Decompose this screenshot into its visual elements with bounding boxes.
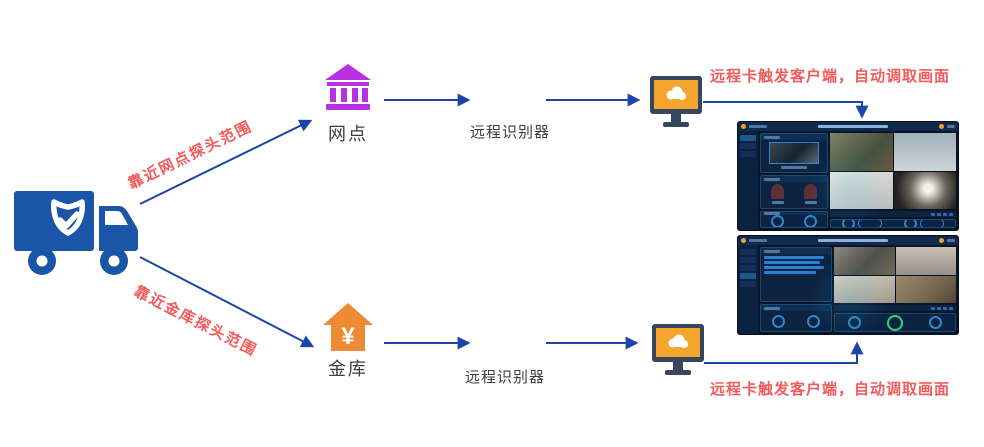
vault-house-icon: ¥ [323,303,373,351]
sidebar-item [740,143,756,149]
monitor-icon-branch [650,76,702,127]
dashboard-screenshot-vault [738,236,958,334]
vault-node-label: 金库 [328,359,368,379]
sidebar-item [740,151,756,157]
gauge-ring [929,316,942,329]
dashboard-screenshot-branch [738,122,958,230]
log-row [764,256,824,259]
control-panel [830,219,956,228]
logo-icon [741,238,746,243]
yen-icon: ¥ [341,323,355,350]
gauge-ring [807,314,820,328]
cloud-icon [666,86,686,100]
route-label-branch: 靠近网点探头范围 [125,117,256,193]
recognizer-label-bottom: 远程识别器 [464,369,545,386]
sidebar-item [740,273,756,279]
camera-grid [834,247,956,303]
sidebar [738,131,758,230]
cab-window [105,211,128,225]
camera-feed [893,171,956,209]
camera-feed [830,171,893,209]
camera-grid [830,133,956,209]
sidebar-item [740,249,756,255]
camera-feed [834,247,895,275]
titlebar [738,122,958,131]
vehicle-capture-panel [760,133,828,173]
camera-toolbar [834,305,956,311]
branch-node-label: 网点 [328,124,368,144]
gauge-panel [760,211,828,228]
control-panel [834,313,956,332]
shield-check-icon [51,199,85,236]
truck-icon [14,191,138,275]
bank-icon [325,64,371,110]
person-silhouette [804,184,817,199]
sidebar-item [740,135,756,141]
logo-icon [741,124,746,129]
note-top: 远程卡触发客户端，自动调取画面 [710,68,951,85]
camera-feed [834,275,895,303]
camera-feed [895,247,956,275]
action-pill [920,220,944,227]
route-label-vault: 靠近金库探头范围 [131,282,261,360]
gauge-ring [848,316,861,329]
sidebar [738,245,758,334]
sidebar-item [740,257,756,263]
action-pill [858,220,882,227]
log-row [764,261,820,264]
sidebar-item [740,265,756,271]
event-log-panel [760,247,832,302]
cloud-icon [668,334,688,348]
titlebar [738,236,958,245]
log-row [764,266,824,269]
user-avatar-icon [939,124,944,129]
gauge-ring [904,220,917,227]
person-capture-panel [760,175,828,209]
camera-feed [830,133,893,171]
gauge-ring [772,314,785,328]
gauge-ring [842,220,855,227]
camera-toolbar [830,211,956,217]
log-row [764,271,816,274]
recognizer-label-top: 远程识别器 [469,124,550,141]
gauge-ring [771,215,784,227]
gauge-ring [804,215,817,227]
person-silhouette [771,184,784,199]
gauge-panel [760,304,832,332]
sidebar-item [740,281,756,287]
gauge-ring-active [887,314,903,331]
user-avatar-icon [939,238,944,243]
camera-feed [895,275,956,303]
monitor-icon-vault [652,324,704,375]
note-bottom: 远程卡触发客户端，自动调取画面 [710,381,951,398]
vehicle-photo [769,142,819,164]
camera-feed [893,133,956,171]
